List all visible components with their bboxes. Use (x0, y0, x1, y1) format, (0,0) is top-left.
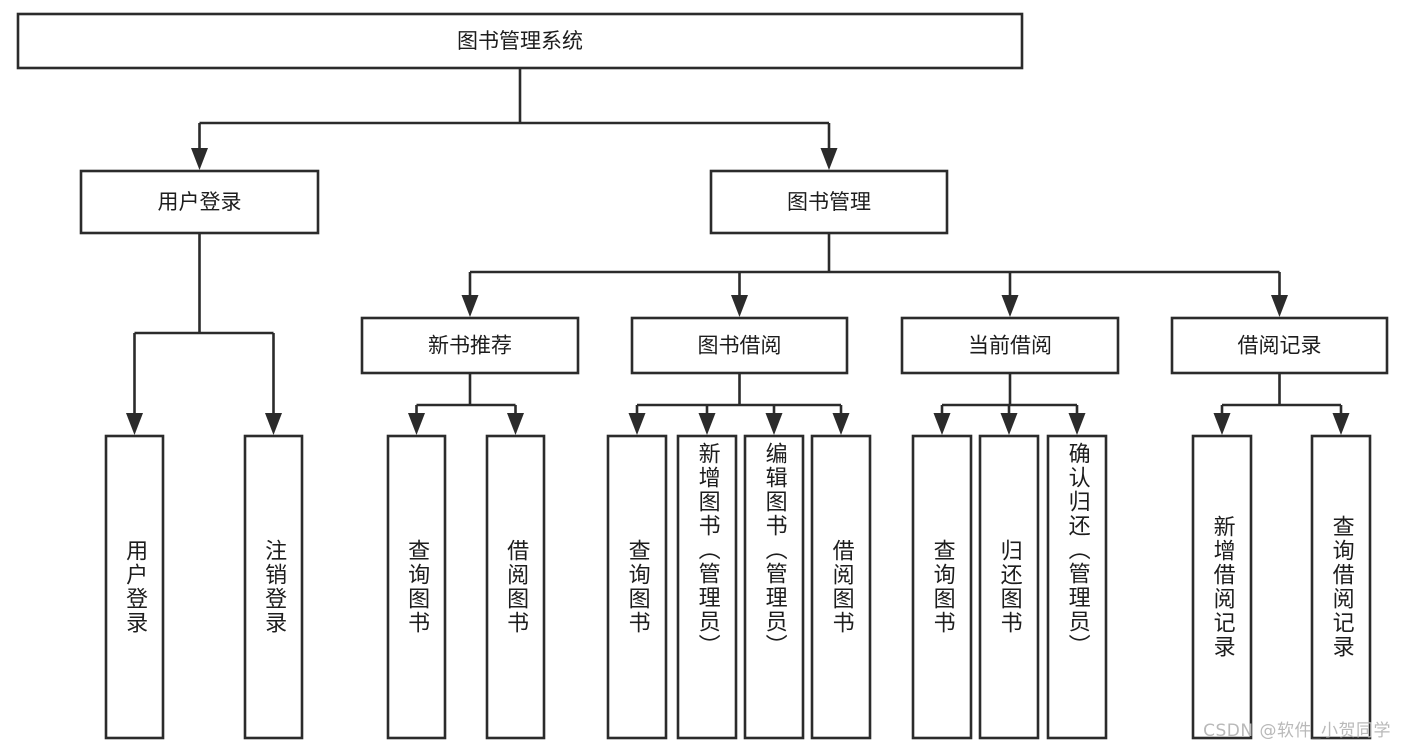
node-box-current-borrow[interactable] (900, 316, 1120, 375)
node-label-user-login: 用户登录 (158, 190, 242, 214)
edges-layer (126, 68, 1350, 435)
node-box-leaf-user-login[interactable] (104, 434, 165, 740)
arrow-head-icon (126, 413, 143, 435)
arrow-head-icon (1000, 413, 1018, 435)
node-box-leaf-rec-query[interactable] (386, 434, 447, 740)
arrow-head-icon (191, 148, 208, 170)
node-box-leaf-br-query[interactable] (1310, 434, 1372, 740)
arrow-head-icon (265, 413, 282, 435)
arrow-head-icon (1332, 413, 1350, 435)
boxes-layer (16, 12, 1389, 740)
arrow-head-icon (461, 295, 479, 317)
node-label-book-manage: 图书管理 (787, 190, 871, 214)
arrow-head-icon (820, 148, 838, 170)
arrow-head-icon (765, 413, 783, 435)
node-box-leaf-logout[interactable] (243, 434, 304, 740)
arrow-head-icon (1068, 413, 1086, 435)
arrow-head-icon (698, 413, 716, 435)
arrow-head-icon (507, 413, 524, 435)
node-label-current-borrow: 当前借阅 (968, 334, 1052, 358)
node-box-leaf-cb-confirm[interactable] (1046, 434, 1108, 740)
node-box-book-manage[interactable] (709, 169, 949, 235)
arrow-head-icon (408, 413, 425, 435)
node-box-new-book-rec[interactable] (360, 316, 580, 375)
node-box-root[interactable] (16, 12, 1024, 70)
arrow-head-icon (731, 295, 748, 317)
node-label-root: 图书管理系统 (457, 29, 583, 53)
arrow-head-icon (1271, 295, 1288, 317)
node-box-leaf-cb-return[interactable] (978, 434, 1040, 740)
node-label-book-borrow: 图书借阅 (698, 334, 782, 358)
node-box-leaf-bb-borrow[interactable] (810, 434, 872, 740)
arrow-head-icon (832, 413, 850, 435)
node-box-leaf-rec-borrow[interactable] (485, 434, 546, 740)
node-box-borrow-record[interactable] (1170, 316, 1389, 375)
node-box-leaf-br-add[interactable] (1191, 434, 1253, 740)
node-box-leaf-bb-query[interactable] (606, 434, 668, 740)
arrow-head-icon (933, 413, 951, 435)
node-box-leaf-bb-add[interactable] (676, 434, 738, 740)
watermark: CSDN @软件_小贺同学 (1203, 721, 1391, 741)
node-box-leaf-bb-edit[interactable] (743, 434, 805, 740)
arrow-head-icon (1213, 413, 1231, 435)
arrow-head-icon (628, 413, 646, 435)
node-label-new-book-rec: 新书推荐 (428, 334, 512, 358)
node-box-book-borrow[interactable] (630, 316, 849, 375)
node-box-user-login[interactable] (79, 169, 320, 235)
node-label-borrow-record: 借阅记录 (1238, 334, 1322, 358)
node-box-leaf-cb-query[interactable] (911, 434, 973, 740)
arrow-head-icon (1001, 295, 1019, 317)
